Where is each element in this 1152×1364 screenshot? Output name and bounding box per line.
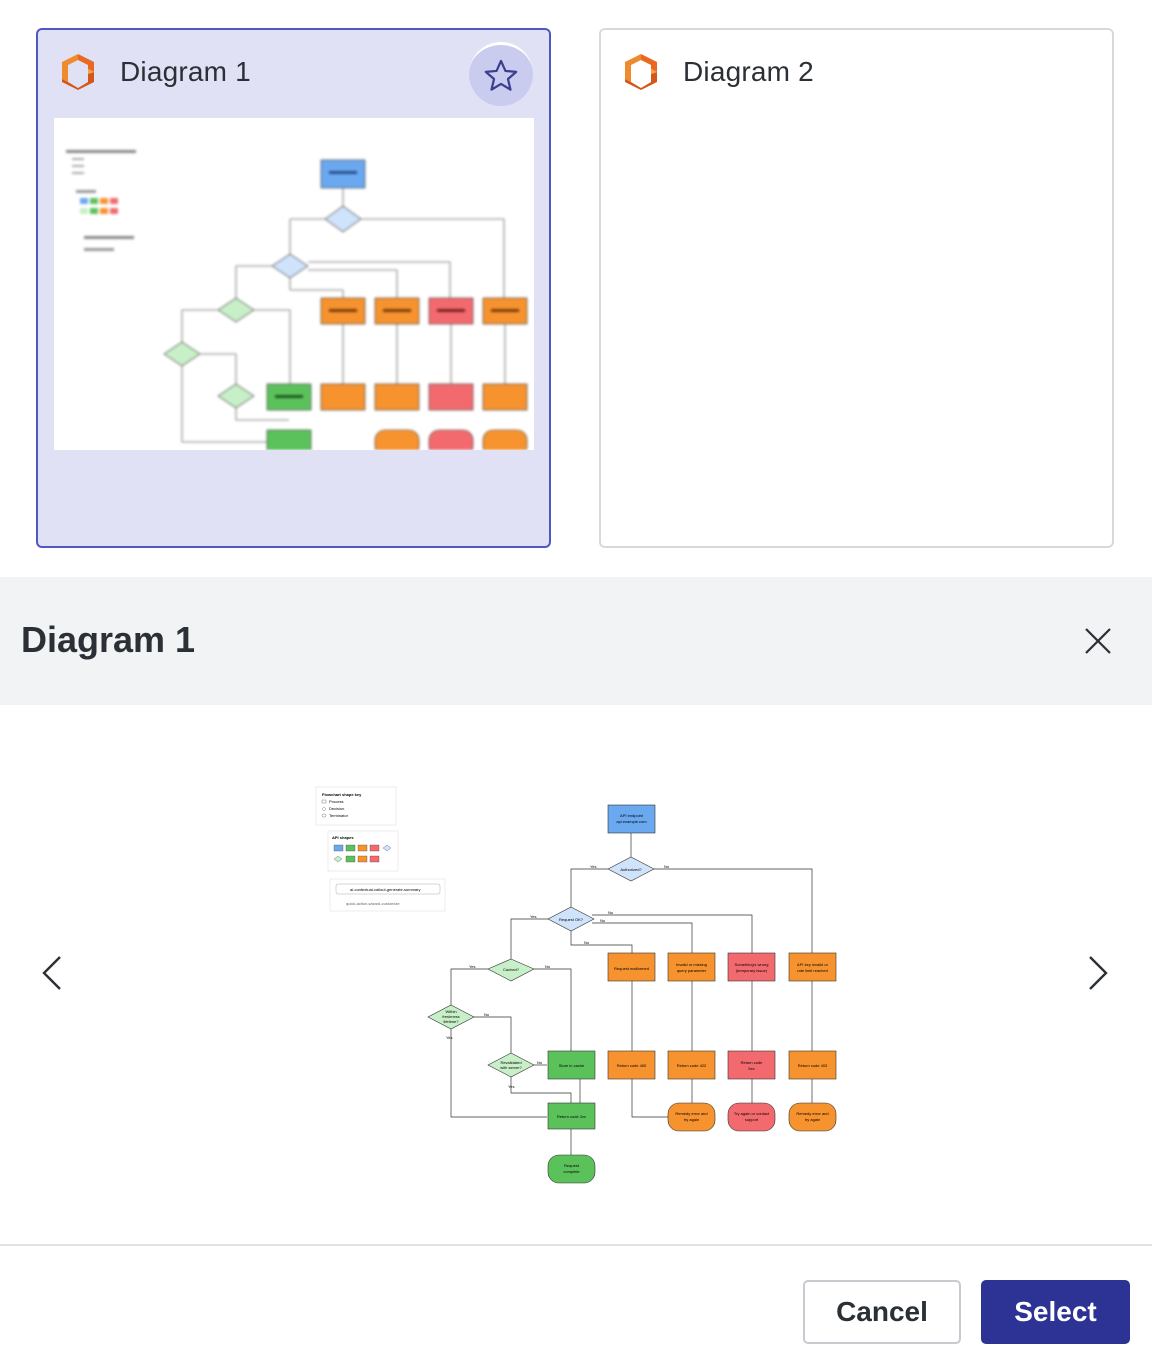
document-grid: Diagram 1	[0, 0, 1152, 577]
svg-text:Return code 422: Return code 422	[677, 1063, 707, 1068]
chevron-left-icon	[42, 956, 61, 990]
svg-text:Remedy error and: Remedy error and	[675, 1111, 707, 1116]
svg-text:Request malformed: Request malformed	[614, 966, 649, 971]
svg-text:API shapes: API shapes	[332, 835, 354, 840]
svg-text:Flowchart shape key: Flowchart shape key	[322, 792, 362, 797]
card-header: Diagram 1	[58, 52, 251, 92]
svg-text:Something's wrong: Something's wrong	[735, 962, 769, 967]
svg-text:No: No	[600, 918, 606, 923]
svg-text:quick-action-wizard-customize: quick-action-wizard-customize	[346, 901, 400, 906]
diagram-card-2[interactable]: Diagram 2	[599, 28, 1114, 548]
svg-text:ai-contextual-callout-generate: ai-contextual-callout-generate-summary	[350, 887, 420, 892]
lucid-logo-icon	[621, 52, 661, 92]
svg-text:Within: Within	[445, 1009, 456, 1014]
svg-text:Store in cache: Store in cache	[559, 1063, 585, 1068]
favorite-button[interactable]	[469, 42, 533, 106]
svg-text:try again: try again	[805, 1117, 820, 1122]
select-button[interactable]: Select	[981, 1280, 1130, 1344]
svg-text:API endpoint: API endpoint	[620, 813, 644, 818]
card-title: Diagram 2	[683, 56, 814, 87]
svg-text:Decision: Decision	[329, 806, 344, 811]
svg-text:No: No	[545, 964, 551, 969]
chevron-right-icon	[1089, 956, 1108, 990]
svg-text:Invalid or missing: Invalid or missing	[676, 962, 707, 967]
diagram-card-1[interactable]: Diagram 1	[36, 28, 551, 548]
svg-text:No: No	[484, 1012, 490, 1017]
diagram-preview: Flowchart shape key Process Decision Ter…	[0, 705, 1152, 1245]
svg-text:Request OK?: Request OK?	[559, 917, 584, 922]
lucid-logo-icon	[58, 52, 98, 92]
svg-text:No: No	[584, 940, 590, 945]
svg-text:query parameter: query parameter	[677, 968, 707, 973]
svg-text:rate limit reached: rate limit reached	[797, 968, 828, 973]
close-icon	[1085, 628, 1111, 654]
preview-title: Diagram 1	[21, 619, 196, 660]
card-title: Diagram 1	[120, 56, 251, 87]
svg-text:Yes: Yes	[469, 964, 476, 969]
flowchart-diagram: Flowchart shape key Process Decision Ter…	[315, 786, 837, 1184]
svg-text:Return code: Return code	[741, 1060, 764, 1065]
svg-text:API key invalid or: API key invalid or	[797, 962, 829, 967]
svg-text:Yes: Yes	[508, 1084, 515, 1089]
svg-text:Remedy error and: Remedy error and	[796, 1111, 828, 1116]
card-header: Diagram 2	[621, 52, 814, 92]
svg-text:Cached?: Cached?	[503, 967, 520, 972]
svg-text:No: No	[537, 1060, 543, 1065]
svg-text:support: support	[745, 1117, 759, 1122]
svg-text:No: No	[664, 864, 670, 869]
svg-text:Process: Process	[329, 799, 343, 804]
svg-text:try again: try again	[684, 1117, 699, 1122]
svg-text:Return code 403: Return code 403	[798, 1063, 828, 1068]
svg-text:Request: Request	[564, 1163, 580, 1168]
star-icon	[484, 59, 518, 91]
svg-text:lifetime?: lifetime?	[444, 1019, 460, 1024]
svg-text:freshness: freshness	[442, 1014, 459, 1019]
cancel-button[interactable]: Cancel	[803, 1280, 961, 1344]
svg-text:Try again or contact: Try again or contact	[734, 1111, 770, 1116]
svg-text:Return code 2xx: Return code 2xx	[557, 1114, 586, 1119]
svg-text:Revalidated: Revalidated	[500, 1060, 521, 1065]
svg-text:with server?: with server?	[500, 1065, 522, 1070]
preview-header: Diagram 1	[0, 577, 1152, 705]
svg-text:5xx: 5xx	[748, 1066, 754, 1071]
svg-text:complete: complete	[563, 1169, 580, 1174]
dialog-footer: Cancel Select	[0, 1244, 1152, 1364]
svg-text:Terminator: Terminator	[329, 813, 349, 818]
svg-text:No: No	[608, 910, 614, 915]
next-button[interactable]	[1082, 953, 1112, 993]
svg-text:Authorized?: Authorized?	[620, 867, 642, 872]
diagram-thumbnail	[54, 118, 534, 450]
svg-text:(temporary issue): (temporary issue)	[736, 968, 768, 973]
svg-text:Yes: Yes	[590, 864, 597, 869]
svg-text:Yes: Yes	[446, 1035, 453, 1040]
previous-button[interactable]	[38, 953, 68, 993]
svg-text:Yes: Yes	[530, 914, 537, 919]
close-button[interactable]	[1082, 625, 1114, 657]
svg-text:Return code 400: Return code 400	[617, 1063, 647, 1068]
svg-text:api.example.com: api.example.com	[616, 819, 647, 824]
